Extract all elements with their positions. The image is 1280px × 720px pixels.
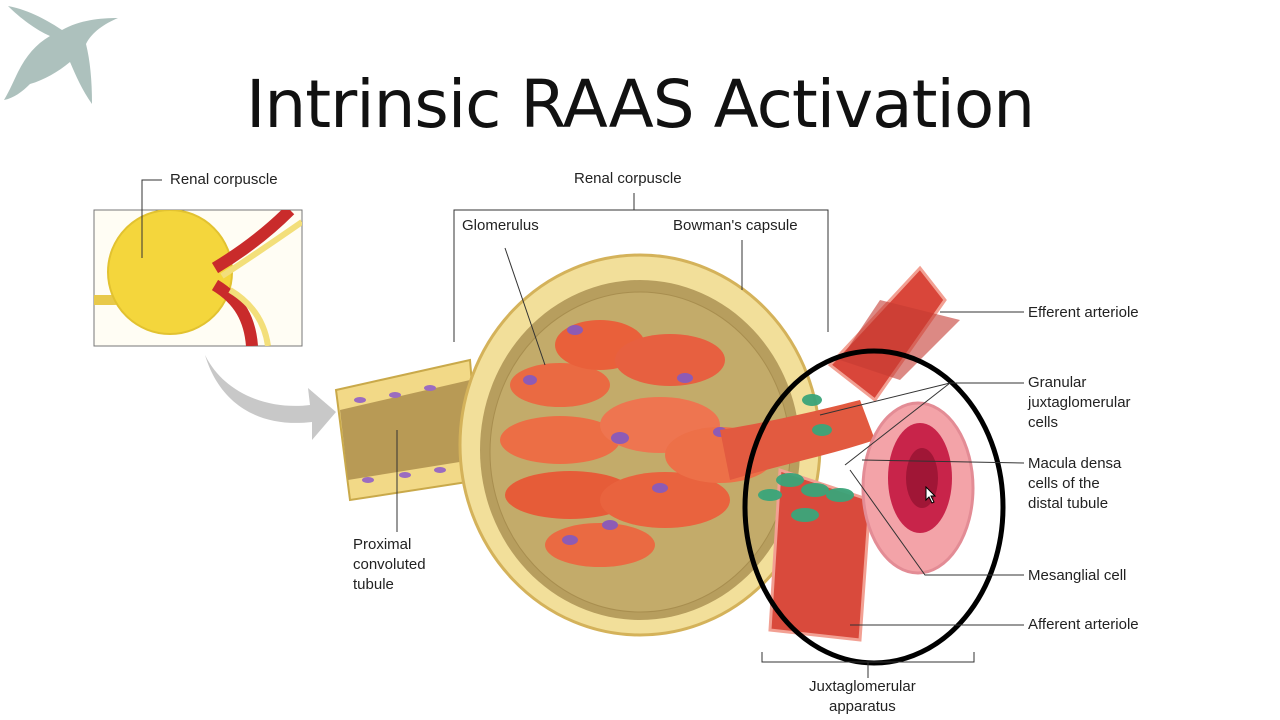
label-line: distal tubule xyxy=(1028,495,1109,512)
label-macula-densa: Macula densa cells of the distal tubule xyxy=(1028,454,1121,514)
label-line: Juxtaglomerular xyxy=(809,678,916,695)
label-line: cells of the xyxy=(1028,475,1100,492)
label-glomerulus: Glomerulus xyxy=(462,217,539,234)
bird-logo-icon xyxy=(4,6,118,104)
inset-renal-corpuscle xyxy=(93,179,303,347)
label-efferent-arteriole: Efferent arteriole xyxy=(1028,304,1139,321)
slide-title: Intrinsic RAAS Activation xyxy=(245,66,1035,143)
label-line: juxtaglomerular xyxy=(1028,394,1131,411)
label-proximal-tubule: Proximal convoluted tubule xyxy=(353,535,426,595)
label-bowmans-capsule: Bowman's capsule xyxy=(673,217,798,234)
label-granular-jg-cells: Granular juxtaglomerular cells xyxy=(1028,373,1131,433)
glomerulus xyxy=(500,320,775,567)
jg-apparatus-circle xyxy=(742,348,1006,666)
label-line: tubule xyxy=(353,576,394,593)
granular-jg-cells xyxy=(758,394,854,522)
label-inset-renal-corpuscle: Renal corpuscle xyxy=(170,171,278,188)
label-line: apparatus xyxy=(829,698,896,715)
label-afferent-arteriole: Afferent arteriole xyxy=(1028,616,1139,633)
label-line: cells xyxy=(1028,414,1059,431)
arrow-icon xyxy=(205,355,336,440)
label-renal-corpuscle: Renal corpuscle xyxy=(574,170,682,187)
label-line: convoluted xyxy=(353,556,426,573)
label-line: Macula densa xyxy=(1028,455,1122,472)
label-line: Granular xyxy=(1028,374,1087,391)
macula-densa xyxy=(861,401,975,575)
mouse-cursor-icon xyxy=(925,486,937,504)
proximal-tubule xyxy=(334,358,482,502)
label-mesangial-cell: Mesanglial cell xyxy=(1028,567,1127,584)
label-line: Proximal xyxy=(353,536,412,553)
label-jg-apparatus: Juxtaglomerular apparatus xyxy=(809,677,916,717)
